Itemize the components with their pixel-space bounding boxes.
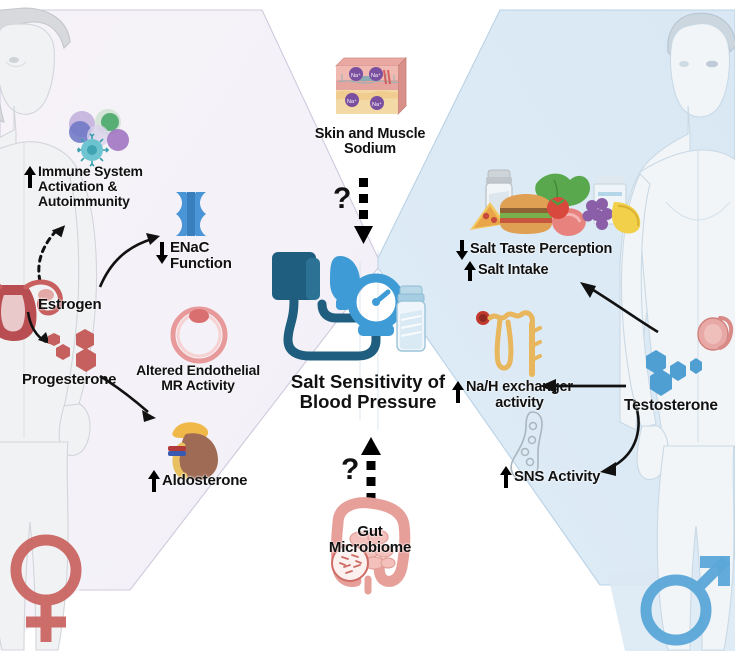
testosterone-label: Testosterone	[624, 397, 718, 414]
estrogen-to-progesterone-arrow	[24, 310, 66, 354]
immune-cells-icon	[60, 108, 138, 170]
estrogen-to-enac-arrow	[96, 215, 168, 291]
estrogen-to-immune-dotted-arrow	[28, 205, 78, 285]
sns-label: SNS Activity	[514, 468, 601, 486]
salt-intake-label: Salt Intake	[478, 262, 549, 279]
blood-vessel-cross-section-icon	[168, 304, 230, 366]
aldosterone-effect: Aldosterone	[148, 470, 268, 492]
gut-microbiome-label: Gut Microbiome	[328, 523, 412, 556]
progesterone-label: Progesterone	[22, 371, 117, 388]
aldosterone-label: Aldosterone	[162, 472, 248, 490]
up-arrow-icon	[452, 381, 464, 403]
center-title: Salt Sensitivity of Blood Pressure	[290, 371, 446, 413]
neuron-synapse-icon	[508, 411, 564, 484]
testosterone-molecule-icon	[642, 348, 714, 400]
svg-text:Na⁺: Na⁺	[372, 101, 382, 108]
gut-microbiome-icon	[318, 495, 422, 595]
enac-effect: ENaC Function	[156, 239, 242, 273]
testis-icon	[696, 310, 735, 354]
male-gender-symbol	[638, 548, 735, 651]
skin-sodium-question-mark: ?	[333, 182, 352, 215]
enac-label: ENaC Function	[170, 239, 232, 273]
svg-text:Na⁺: Na⁺	[351, 72, 361, 79]
up-arrow-icon	[24, 166, 36, 188]
testosterone-to-nahe-arrow	[538, 378, 628, 394]
up-arrow-icon	[464, 261, 476, 281]
gut-microbiome-question-mark: ?	[341, 453, 360, 486]
female-gender-symbol	[4, 530, 90, 648]
up-arrow-icon	[148, 470, 160, 492]
svg-text:Na⁺: Na⁺	[371, 72, 381, 79]
nephron-icon	[474, 306, 560, 382]
immune-system-label: Immune System Activation & Autoimmunity	[38, 163, 143, 210]
endothelial-mr-label: Altered Endothelial MR Activity	[136, 362, 260, 393]
progesterone-molecule-icon	[38, 329, 112, 382]
salt-taste-label: Salt Taste Perception	[470, 241, 613, 258]
salt-taste-effect: Salt Taste Perception Salt Intake	[456, 240, 656, 281]
skin-muscle-sodium-icon: Na⁺ Na⁺ Na⁺ Na⁺	[328, 52, 412, 120]
immune-system-effect: Immune System Activation & Autoimmunity	[24, 163, 174, 210]
sns-effect: SNS Activity	[500, 466, 630, 488]
testosterone-to-sns-arrow	[594, 398, 650, 484]
male-body-illustration	[619, 2, 735, 651]
up-arrow-icon	[500, 466, 512, 488]
progesterone-to-aldosterone-arrow	[98, 372, 162, 426]
enac-channel-icon	[172, 188, 212, 240]
kidney-adrenal-icon	[160, 420, 236, 484]
down-arrow-icon	[456, 240, 468, 260]
gut-microbiome-dashed-arrow	[345, 435, 403, 507]
salty-food-icon	[466, 168, 646, 240]
svg-text:Na⁺: Na⁺	[347, 98, 357, 105]
down-arrow-icon	[156, 242, 168, 264]
testosterone-to-salt-taste-arrow	[572, 272, 664, 338]
skin-muscle-sodium-label: Skin and Muscle Sodium	[314, 126, 426, 158]
estrogen-label: Estrogen	[38, 296, 102, 313]
salt-shaker-icon	[392, 284, 434, 356]
uterus-ovary-icon	[0, 265, 72, 347]
skin-sodium-dashed-arrow	[333, 178, 393, 248]
